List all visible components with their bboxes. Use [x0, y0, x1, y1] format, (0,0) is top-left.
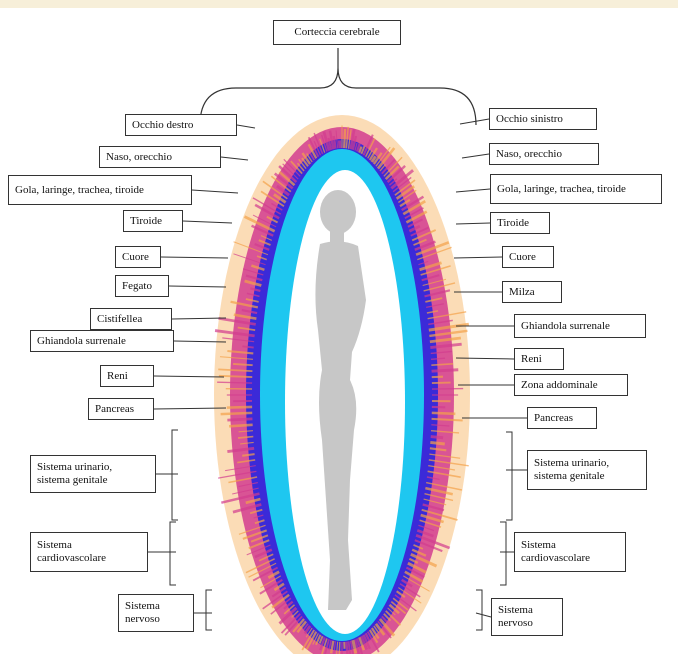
label-cistifellea: Cistifellea — [90, 308, 172, 330]
label-naso-orecchio-left: Naso, orecchio — [99, 146, 221, 168]
aura-ray — [432, 370, 459, 371]
label-gola-left: Gola, laringe, trachea, tiroide — [8, 175, 192, 205]
aura-ray — [339, 642, 340, 654]
aura-ray — [346, 642, 347, 654]
aura-ray — [344, 129, 345, 148]
label-pancreas-right: Pancreas — [527, 407, 597, 429]
label-urinario-left: Sistema urinario,sistema genitale — [30, 455, 156, 493]
connector-line — [221, 157, 248, 160]
connector-line — [460, 119, 489, 124]
label-occhio-sinistro: Occhio sinistro — [489, 108, 597, 130]
label-nervoso-left: Sistemanervoso — [118, 594, 194, 632]
label-cardio-left: Sistemacardiovascolare — [30, 532, 148, 572]
label-milza: Milza — [502, 281, 562, 303]
label-ghiandola-left: Ghiandola surrenale — [30, 330, 174, 352]
label-cardio-right: Sistemacardiovascolare — [514, 532, 626, 572]
connector-line — [172, 318, 226, 319]
connector-line — [454, 257, 502, 258]
aura-ray — [217, 382, 252, 383]
connector-bracket — [500, 522, 506, 585]
label-gola-right: Gola, laringe, trachea, tiroide — [490, 174, 662, 204]
connector-line — [161, 257, 228, 258]
aura-ray — [242, 346, 253, 347]
aura-ray — [221, 413, 253, 414]
label-naso-orecchio-right: Naso, orecchio — [489, 143, 599, 165]
connector-line — [462, 154, 489, 158]
title-label: Corteccia cerebrale — [273, 20, 401, 45]
aura-ray — [430, 442, 444, 444]
connector-line — [183, 221, 232, 223]
aura-ray — [233, 364, 253, 365]
aura-ray — [227, 407, 252, 408]
aura-ray — [334, 136, 336, 149]
label-zona-addominale: Zona addominale — [514, 374, 628, 396]
label-cuore-right: Cuore — [502, 246, 554, 268]
connector-line — [192, 190, 238, 193]
label-tiroide-left: Tiroide — [123, 210, 183, 232]
connector-line — [476, 613, 491, 617]
aura-ray — [432, 413, 456, 414]
connector-bracket — [206, 590, 212, 630]
connector-bracket — [172, 430, 178, 520]
aura-ray — [229, 425, 253, 427]
label-urinario-right: Sistema urinario,sistema genitale — [527, 450, 647, 490]
label-tiroide-right: Tiroide — [490, 212, 550, 234]
connector-bracket — [476, 590, 482, 630]
label-fegato: Fegato — [115, 275, 169, 297]
label-reni-left: Reni — [100, 365, 154, 387]
label-reni-right: Reni — [514, 348, 564, 370]
label-occhio-destro: Occhio destro — [125, 114, 237, 136]
aura-ray — [431, 437, 443, 438]
connector-line — [169, 286, 226, 287]
label-cuore-left: Cuore — [115, 246, 161, 268]
label-nervoso-right: Sistemanervoso — [491, 598, 563, 636]
title-text: Corteccia cerebrale — [294, 26, 379, 39]
connector-line — [456, 223, 490, 224]
connector-line — [154, 376, 224, 377]
label-ghiandola-right: Ghiandola surrenale — [514, 314, 646, 338]
connector-bracket — [170, 522, 176, 585]
label-pancreas-left: Pancreas — [88, 398, 154, 420]
connector-line — [456, 189, 490, 192]
aura-ray — [227, 419, 252, 420]
connector-line — [237, 125, 255, 128]
connector-bracket — [506, 432, 512, 520]
